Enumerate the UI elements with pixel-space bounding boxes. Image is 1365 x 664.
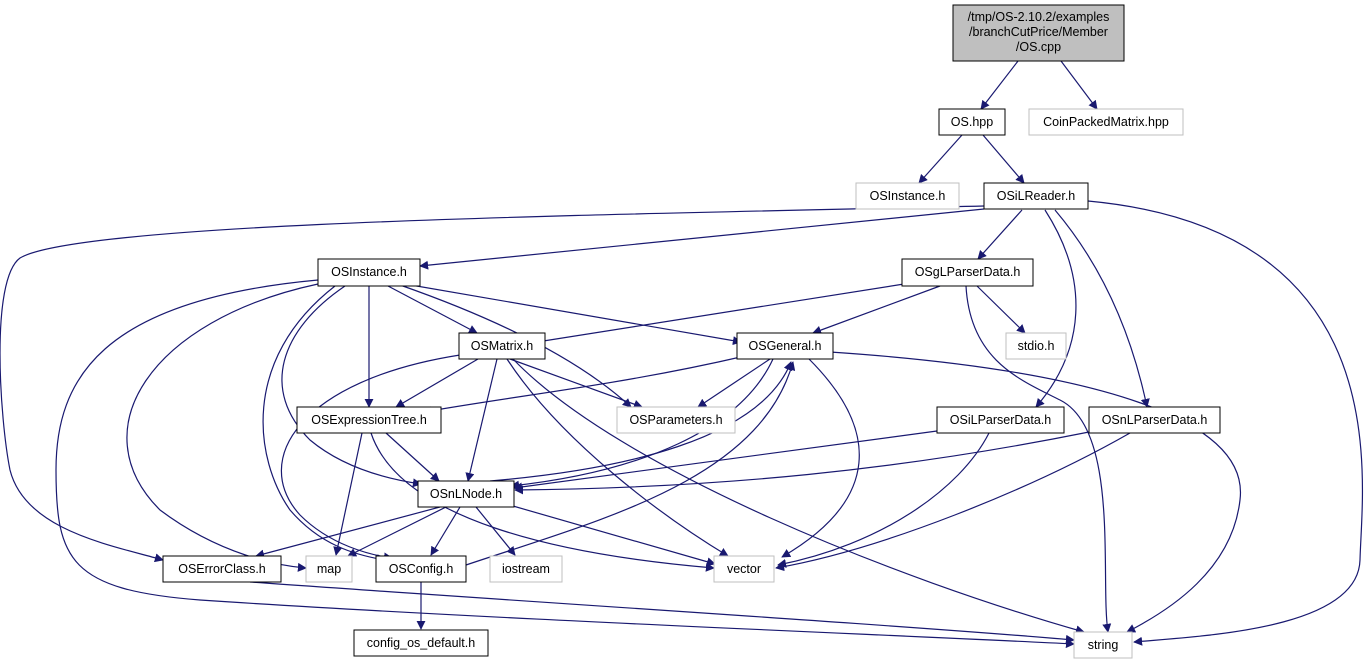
node-label: OSParameters.h [629, 413, 722, 427]
node-label: string [1088, 638, 1119, 652]
node-osnlnode[interactable]: OSnLNode.h [417, 480, 515, 508]
edge-osexpressiontree-to-osnlnode [385, 432, 440, 482]
node-map: map [305, 555, 353, 583]
node-label: OSExpressionTree.h [311, 413, 427, 427]
node-os-hpp[interactable]: OS.hpp [938, 108, 1006, 136]
node-config-os-default[interactable]: config_os_default.h [353, 629, 489, 657]
node-label: OSgLParserData.h [915, 265, 1021, 279]
node-label: CoinPackedMatrix.hpp [1043, 115, 1169, 129]
node-osparameters: OSParameters.h [616, 406, 736, 434]
edge-osilreader-to-osnlparserdata [1054, 209, 1150, 408]
edge-oscpp-to-coinpackedmatrix [1060, 60, 1098, 110]
node-oserrorclass[interactable]: OSErrorClass.h [162, 555, 282, 583]
node-label: OSnLNode.h [430, 487, 502, 501]
root-line-3: /OS.cpp [1016, 40, 1061, 54]
node-label: OSConfig.h [389, 562, 454, 576]
edge-osinstance-to-map [126, 283, 319, 572]
edge-osnlparserdata-to-vector [775, 432, 1131, 572]
edge-osnlnode-to-vector [512, 505, 716, 567]
edge-osglparserdata-to-stdio [976, 285, 1026, 334]
node-label: iostream [502, 562, 550, 576]
edge-osinstance-to-string [55, 279, 1075, 649]
edge-osmatrix-to-osexpressiontree [395, 358, 479, 408]
edge-osilreader-to-oserrorclass [0, 205, 985, 563]
node-os-cpp-root[interactable]: /tmp/OS-2.10.2/examples /branchCutPrice/… [952, 4, 1125, 62]
edge-osglparserdata-to-string [965, 285, 1112, 633]
node-osilreader[interactable]: OSiLReader.h [983, 182, 1089, 210]
node-label: OSGeneral.h [749, 339, 822, 353]
node-label: OSInstance.h [870, 189, 946, 203]
node-osgeneral[interactable]: OSGeneral.h [736, 332, 834, 360]
node-label: OSiLParserData.h [950, 413, 1051, 427]
node-label: config_os_default.h [367, 636, 475, 650]
node-stdio: stdio.h [1005, 332, 1067, 360]
edge-osnlnode-to-map [347, 506, 447, 557]
edge-osgeneral-to-osexpressiontree [423, 355, 746, 416]
edge-osnlnode-to-osgeneral [489, 361, 793, 482]
edge-osgeneral-to-string [829, 351, 1241, 633]
edge-osglparserdata-to-osgeneral [812, 285, 941, 335]
node-label: OS.hpp [951, 115, 993, 129]
edge-osnlnode-to-osconfig [430, 506, 461, 556]
edge-osilreader-to-osglparserdata [977, 209, 1023, 260]
edge-osconfig-to-osgeneral [465, 361, 796, 566]
edge-osgeneral-to-osnlnode [510, 358, 774, 490]
node-iostream: iostream [489, 555, 563, 583]
node-label: OSInstance.h [331, 265, 407, 279]
node-string: string [1073, 631, 1133, 659]
root-line-1: /tmp/OS-2.10.2/examples [968, 10, 1110, 24]
edge-osilreader-to-osinstance [419, 208, 985, 270]
edge-osilparserdata-to-osnlnode [513, 430, 938, 492]
root-line-2: /branchCutPrice/Member [969, 25, 1108, 39]
node-label: map [317, 562, 341, 576]
node-osinstance-external: OSInstance.h [855, 182, 960, 210]
edge-osilreader-to-string [1087, 200, 1364, 646]
edge-oshpp-to-osilreader [982, 134, 1025, 184]
node-osilparserdata[interactable]: OSiLParserData.h [936, 406, 1065, 434]
edge-osnlnode-to-oserrorclass [255, 506, 441, 559]
edge-osmatrix-to-string [512, 358, 1085, 635]
edge-osmatrix-to-vector [506, 358, 729, 557]
node-label: OSMatrix.h [471, 339, 534, 353]
edge-osinstance-to-osgeneral [404, 283, 742, 346]
node-label: vector [727, 562, 761, 576]
node-osglparserdata[interactable]: OSgLParserData.h [901, 258, 1034, 287]
edge-osilparserdata-to-vector [777, 432, 990, 568]
edge-oscpp-to-oshpp [980, 60, 1019, 110]
node-osmatrix[interactable]: OSMatrix.h [458, 332, 546, 360]
node-vector: vector [713, 555, 775, 583]
edge-osnlparserdata-to-osnlnode [514, 431, 1090, 495]
edge-oserrorclass-to-string [249, 581, 1075, 644]
edge-osexpressiontree-to-map [333, 432, 363, 556]
node-label: stdio.h [1018, 339, 1055, 353]
node-label: OSnLParserData.h [1102, 413, 1208, 427]
node-osinstance[interactable]: OSInstance.h [317, 258, 421, 287]
edge-oshpp-to-osinstance-ext [918, 134, 963, 184]
edge-osgeneral-to-vector [781, 358, 860, 558]
edge-osglparserdata-to-osmatrix [536, 283, 905, 346]
edge-osnlnode-to-iostream [475, 506, 516, 556]
node-label: OSiLReader.h [997, 189, 1076, 203]
edge-osinstance-to-osnlnode [281, 285, 422, 488]
node-osconfig[interactable]: OSConfig.h [375, 555, 467, 583]
node-osexpressiontree[interactable]: OSExpressionTree.h [296, 406, 442, 434]
edge-osilreader-to-osilparserdata [1035, 209, 1077, 408]
edge-osinstance-to-osmatrix [387, 285, 478, 334]
edge-osgeneral-to-osparameters [697, 358, 771, 408]
edge-osmatrix-to-osparameters [509, 358, 643, 409]
node-osnlparserdata[interactable]: OSnLParserData.h [1088, 406, 1221, 434]
node-label: OSErrorClass.h [178, 562, 266, 576]
edge-osexpressiontree-to-vector [370, 432, 715, 572]
node-coin-packed-matrix: CoinPackedMatrix.hpp [1028, 108, 1184, 136]
edge-osmatrix-to-osnlnode [465, 358, 498, 482]
